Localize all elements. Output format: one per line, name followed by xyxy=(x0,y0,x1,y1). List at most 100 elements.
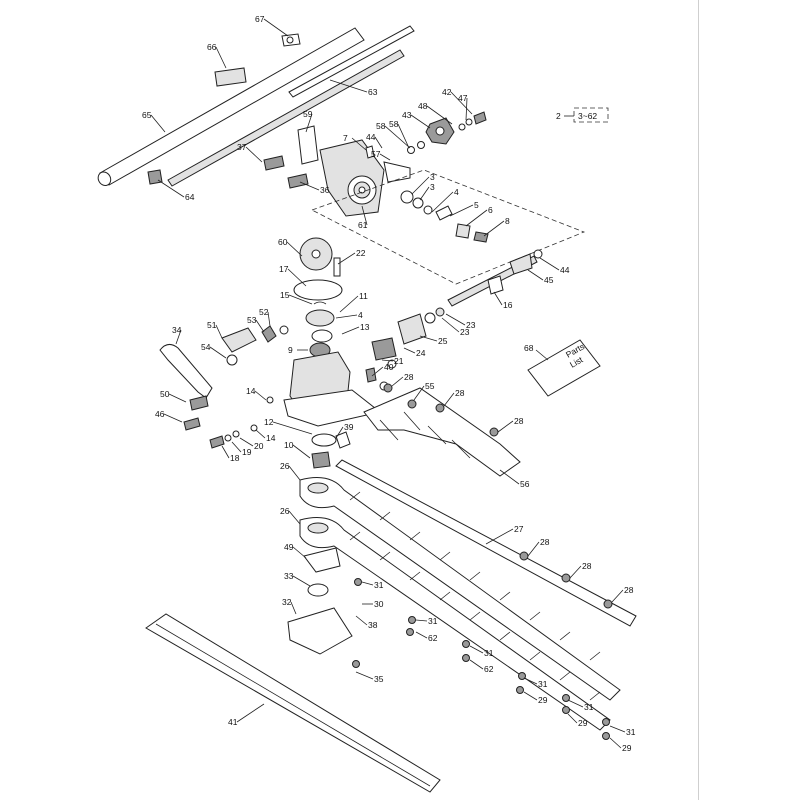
reference-bracket xyxy=(573,107,609,123)
callout-number: 27 xyxy=(514,524,524,534)
callout-number: 58 xyxy=(376,121,386,131)
leader-line xyxy=(527,541,540,557)
callout-number: 40 xyxy=(384,362,394,372)
leader-line xyxy=(361,581,374,586)
leader-line xyxy=(292,444,311,459)
leader-line xyxy=(609,737,622,749)
leader-line xyxy=(335,314,358,319)
callout-number: 39 xyxy=(344,422,354,432)
leader-line xyxy=(499,469,520,485)
callout-number: 28 xyxy=(455,388,465,398)
leader-line xyxy=(231,441,242,453)
leader-line xyxy=(272,421,313,435)
leader-line xyxy=(355,671,374,680)
callout-number: 65 xyxy=(142,110,152,120)
drive-shaft-parts xyxy=(371,249,543,369)
leader-line xyxy=(286,241,303,257)
callout-number: 58 xyxy=(389,119,399,129)
leader-line xyxy=(450,91,473,115)
leader-line xyxy=(209,346,227,359)
leader-line xyxy=(341,326,360,335)
leader-line xyxy=(290,601,297,615)
callout-number: 43 xyxy=(402,110,412,120)
leader-line xyxy=(469,645,484,654)
leader-line xyxy=(255,429,266,439)
callout-number: 55 xyxy=(425,381,435,391)
leader-line xyxy=(239,437,254,447)
leader-line xyxy=(527,269,544,281)
parts-list-number: 68 xyxy=(524,343,534,353)
leader-line xyxy=(150,114,166,133)
leader-line xyxy=(539,257,560,271)
callout-number: 62 xyxy=(428,633,438,643)
leader-line xyxy=(465,97,468,121)
callout-number: 60 xyxy=(278,237,288,247)
leader-line xyxy=(441,317,460,333)
leader-line xyxy=(419,186,430,201)
reference-range: 3~62 xyxy=(578,111,597,121)
leader-line xyxy=(288,294,313,305)
leader-line xyxy=(469,659,484,670)
leader-line xyxy=(215,324,223,339)
leader-line xyxy=(569,565,582,579)
leader-line xyxy=(288,465,301,481)
leader-line xyxy=(384,125,411,149)
leader-line xyxy=(254,390,267,401)
callout-number: 18 xyxy=(230,453,240,463)
leader-line xyxy=(157,179,185,198)
callout-number: 44 xyxy=(560,265,570,275)
leader-line xyxy=(168,393,187,403)
callout-number: 31 xyxy=(374,580,384,590)
leader-line xyxy=(611,589,624,603)
callout-number: 37 xyxy=(237,142,247,152)
callout-number: 47 xyxy=(458,93,468,103)
leader-line xyxy=(267,311,271,327)
gear-housing-parts xyxy=(283,237,389,469)
callout-number: 28 xyxy=(582,561,592,571)
leader-line xyxy=(523,677,538,685)
leader-line xyxy=(287,268,307,287)
leader-line xyxy=(292,575,311,587)
leader-line xyxy=(305,113,313,133)
callout-number: 29 xyxy=(538,695,548,705)
leader-line xyxy=(221,445,230,459)
callout-number: 17 xyxy=(279,264,289,274)
leader-line xyxy=(449,204,474,217)
cutter-blades xyxy=(287,459,637,731)
callout-number: 22 xyxy=(356,248,366,258)
leader-line xyxy=(567,713,578,724)
leader-line xyxy=(609,725,626,733)
leader-line xyxy=(355,615,368,626)
callout-number: 3 xyxy=(430,172,435,182)
leader-line xyxy=(292,546,307,559)
leader-line xyxy=(465,209,488,227)
leader-line xyxy=(567,699,584,708)
callout-number: 21 xyxy=(394,356,404,366)
callout-number: 51 xyxy=(207,320,217,330)
callout-number: 44 xyxy=(366,132,376,142)
callout-number: 28 xyxy=(540,537,550,547)
leader-line xyxy=(443,392,455,407)
callout-number: 28 xyxy=(404,372,414,382)
callout-number: 3 xyxy=(430,182,435,192)
callout-number: 5 xyxy=(474,200,479,210)
callout-number: 45 xyxy=(544,275,554,285)
leader-line xyxy=(255,319,265,333)
callout-number: 26 xyxy=(280,506,290,516)
callout-number: 29 xyxy=(622,743,632,753)
callout-number: 11 xyxy=(359,291,368,301)
leader-line xyxy=(379,153,391,161)
callout-number: 63 xyxy=(368,87,378,97)
callout-number: 31 xyxy=(428,616,438,626)
callout-number: 59 xyxy=(303,109,313,119)
leader-line xyxy=(483,220,505,237)
callout-number: 4 xyxy=(358,310,363,320)
callout-number: 13 xyxy=(360,322,370,332)
callout-number: 67 xyxy=(255,14,265,24)
callout-number: 36 xyxy=(320,185,330,195)
callout-number: 64 xyxy=(185,192,195,202)
callout-number: 31 xyxy=(484,648,494,658)
leader-line xyxy=(339,295,359,313)
leader-line xyxy=(245,146,263,163)
